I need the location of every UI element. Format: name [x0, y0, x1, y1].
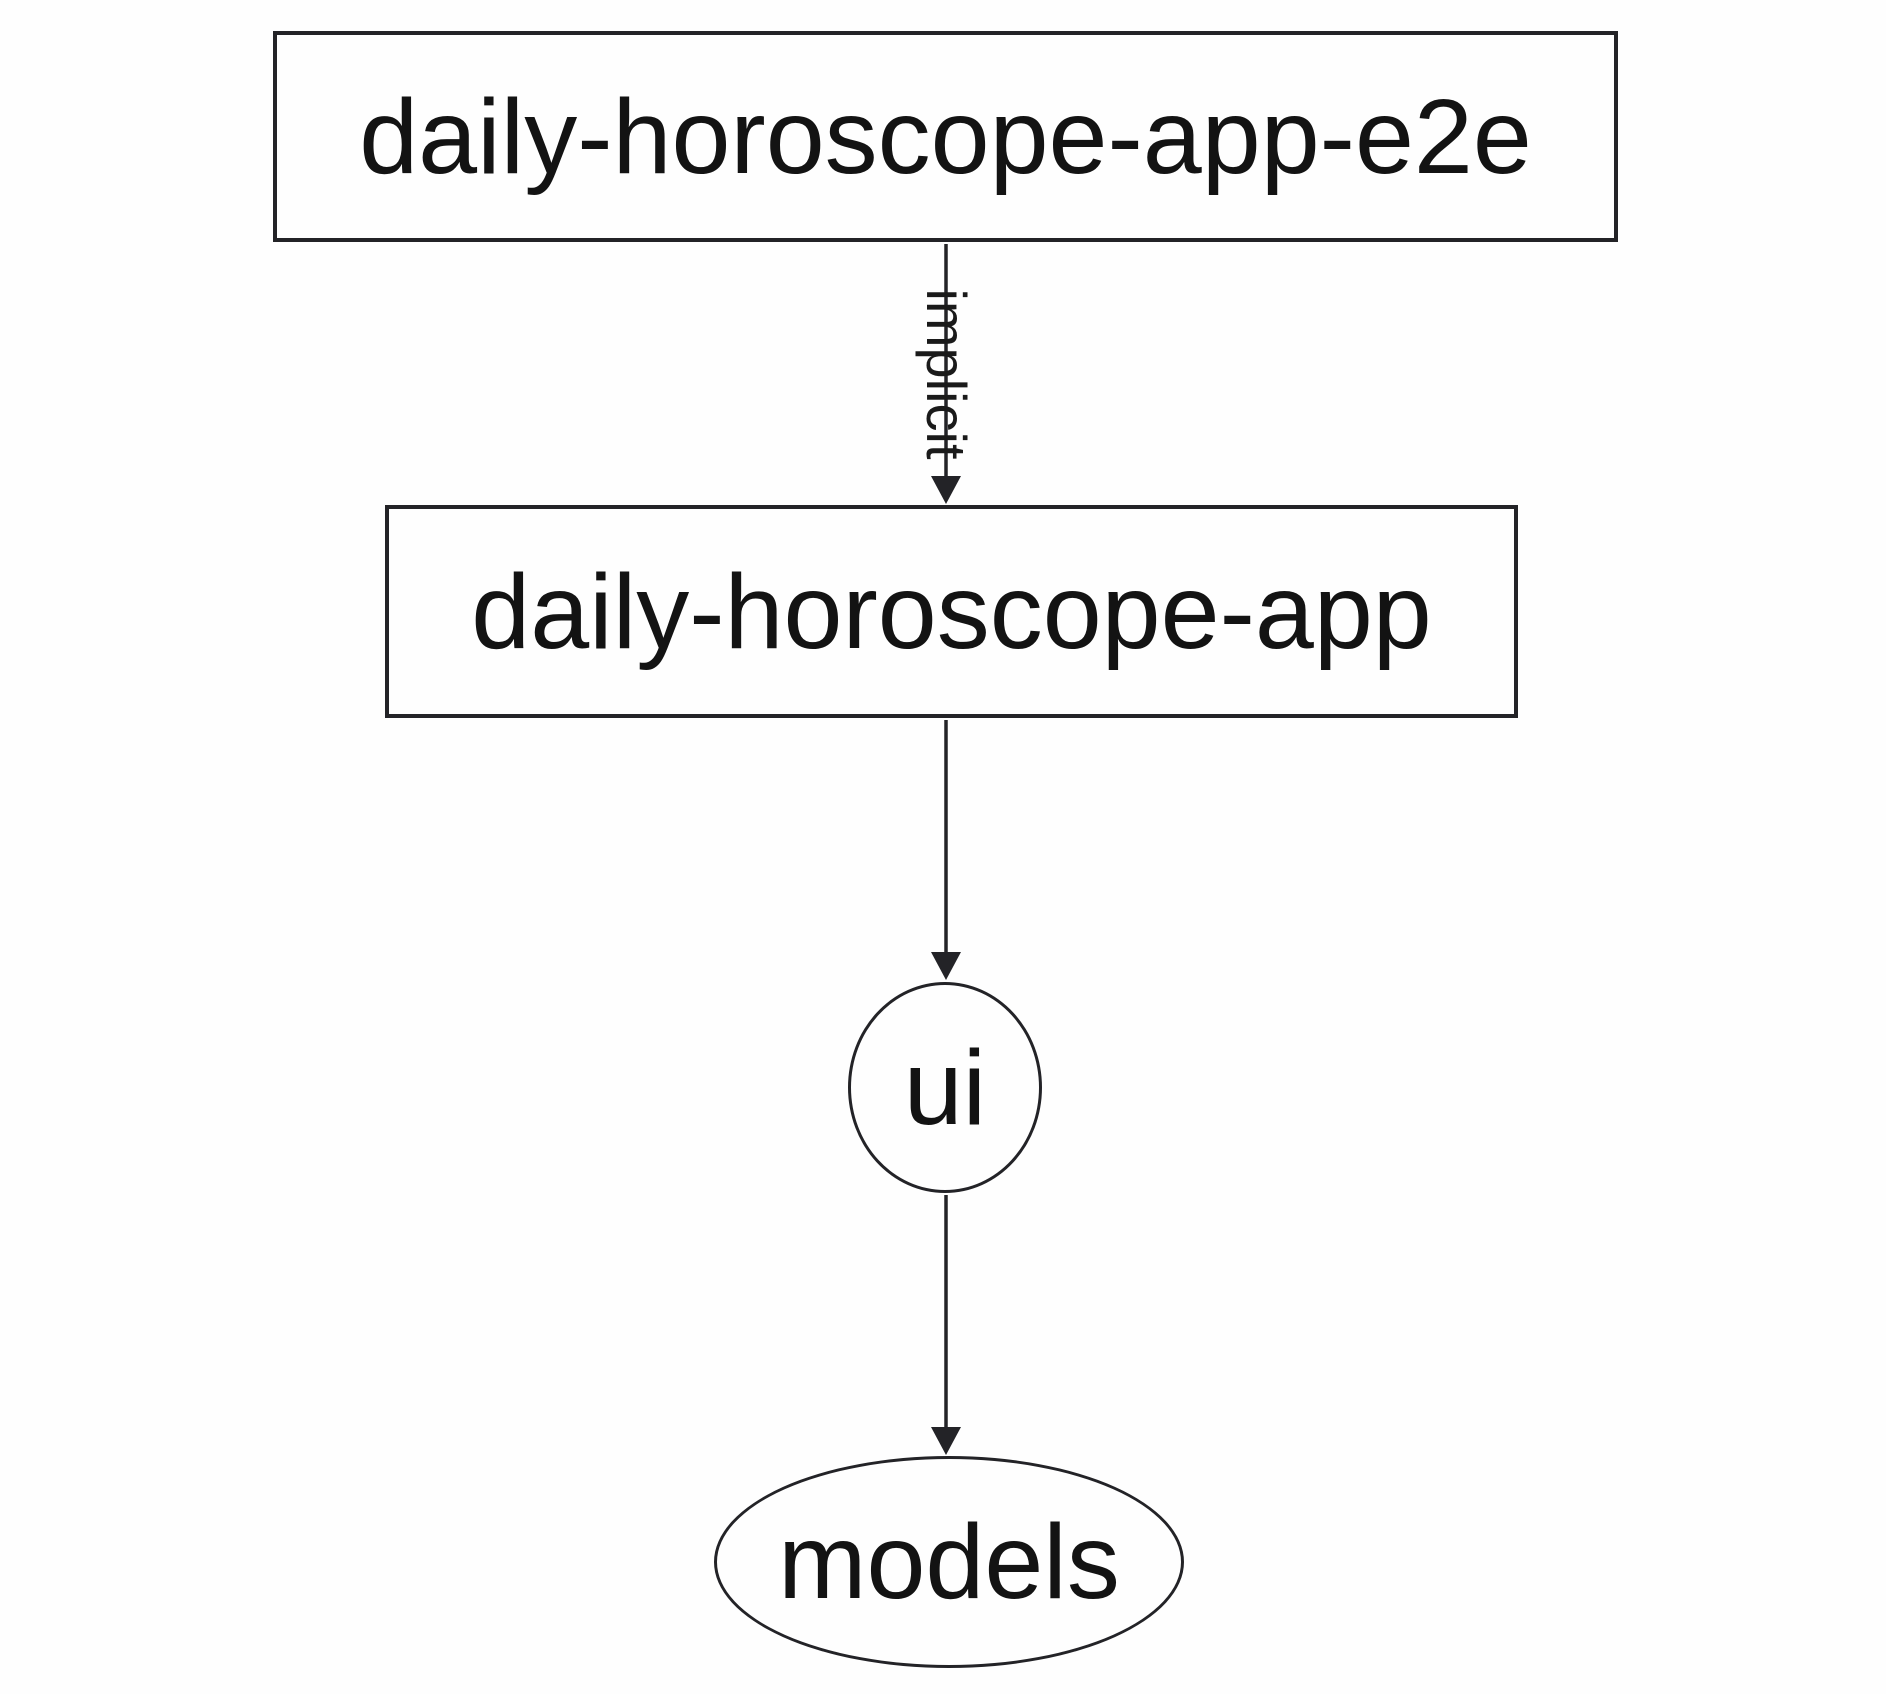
graph-node-daily-horoscope-app-e2e: daily-horoscope-app-e2e — [273, 31, 1618, 242]
edge-app-to-ui-arrowhead — [931, 952, 961, 980]
edge-label-implicit: implicit — [915, 288, 978, 460]
node-label: daily-horoscope-app-e2e — [359, 77, 1532, 196]
edge-ui-to-models-arrowhead — [931, 1427, 961, 1455]
node-label: models — [778, 1503, 1120, 1621]
graph-node-daily-horoscope-app: daily-horoscope-app — [385, 505, 1518, 718]
node-label: daily-horoscope-app — [471, 552, 1432, 671]
graph-node-models: models — [714, 1456, 1184, 1668]
edge-e2e-to-app-arrowhead — [931, 476, 961, 504]
node-label: ui — [903, 1028, 987, 1147]
graph-node-ui: ui — [848, 982, 1042, 1193]
